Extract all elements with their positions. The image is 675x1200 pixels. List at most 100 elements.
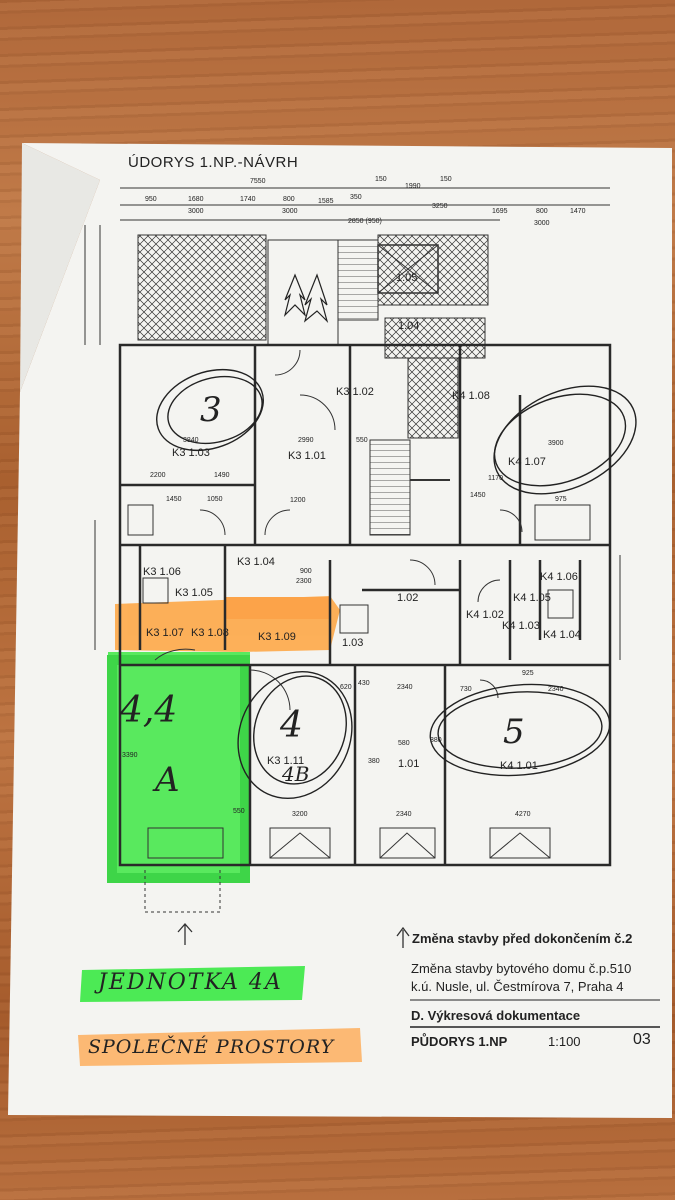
dimension-label: 2340: [396, 811, 412, 818]
dimension-label: 550: [233, 808, 245, 815]
handwritten-unit-number: 4B: [282, 762, 310, 786]
dimension-label: 3900: [548, 440, 564, 447]
dimension-label: 3250: [432, 203, 448, 210]
room-label: K4 1.05: [513, 592, 551, 604]
room-label: K3 1.08: [191, 627, 229, 639]
plan-header: ÚDORYS 1.NP.-NÁVRH: [128, 154, 299, 171]
dimension-label: 1990: [405, 183, 421, 190]
dimension-label: 550: [356, 437, 368, 444]
dimension-label: 3390: [122, 752, 138, 759]
room-label: K3 1.04: [237, 556, 275, 568]
dimension-label: 730: [460, 686, 472, 693]
dimension-label: 380: [368, 758, 380, 765]
dimension-label: 3000: [282, 208, 298, 215]
handwritten-unit-number: 5: [503, 712, 525, 752]
stair-hatch: [407, 357, 459, 439]
dimension-label: 1170: [488, 475, 504, 482]
dimension-label: 1695: [492, 208, 508, 215]
room-label: K3 1.01: [288, 450, 326, 462]
windows: [144, 827, 551, 913]
room-label: K4 1.07: [508, 456, 546, 468]
dimension-label: 380: [430, 737, 442, 744]
inner-partitions: [127, 349, 591, 711]
corridor-hatch: [384, 317, 486, 359]
dimension-label: 950: [145, 196, 157, 203]
handwritten-unit-number: A: [155, 760, 180, 800]
dimension-label: 150: [440, 176, 452, 183]
room-label: K3 1.02: [336, 386, 374, 398]
drawing-scale: 1:100: [548, 1034, 581, 1049]
dimension-label: 925: [522, 670, 534, 677]
courtyard-left: [137, 234, 267, 341]
dimension-label: 2340: [397, 684, 413, 691]
dimension-label: 7550: [250, 178, 266, 185]
dimension-label: 3000: [188, 208, 204, 215]
room-label: K4 1.03: [502, 620, 540, 632]
dimension-label: 580: [398, 740, 410, 747]
dimension-label: 350: [350, 194, 362, 201]
stairs-upper: [337, 239, 379, 321]
dimension-label: 430: [358, 680, 370, 687]
room-label: K4 1.04: [543, 629, 581, 641]
dimension-label: 3000: [534, 220, 550, 227]
dimension-label: 620: [340, 684, 352, 691]
room-label: K3 1.11: [267, 755, 305, 767]
dimension-label: 1585: [318, 198, 334, 205]
handwritten-unit-number: 4,4: [120, 690, 178, 731]
legend-green-swatch: [80, 966, 305, 1002]
tree-icon: [283, 273, 329, 324]
dimension-label: 2340: [548, 686, 564, 693]
room-label: K3 1.03: [172, 447, 210, 459]
dimension-label: 1490: [214, 472, 230, 479]
dimension-label: 1200: [290, 497, 306, 504]
room-label: 1.03: [342, 637, 364, 649]
room-label: K3 1.05: [175, 587, 213, 599]
room-label: 1.05: [396, 272, 418, 284]
room-label: K4 1.08: [452, 390, 490, 402]
legend-unit-4a: JEDNOTKA 4A: [98, 970, 283, 995]
legend-common-areas: SPOLEČNÉ PROSTORY: [88, 1036, 335, 1058]
stairs-main: [369, 439, 411, 536]
legend-orange-swatch: [78, 1028, 362, 1066]
dimension-label: 150: [375, 176, 387, 183]
dimension-label: 800: [283, 196, 295, 203]
handwritten-unit-number: 3: [200, 390, 222, 430]
title-block-lines: [410, 999, 660, 1028]
project-line-1: Změna stavby bytového domu č.p.510: [411, 961, 632, 976]
room-label: 1.01: [398, 758, 420, 770]
project-line-2: k.ú. Nusle, ul. Čestmírova 7, Praha 4: [411, 979, 624, 994]
dimension-label: 800: [536, 208, 548, 215]
room-label: K3 1.09: [258, 631, 296, 643]
entrance-arrows: [177, 923, 410, 948]
handwritten-unit-number: 4: [280, 705, 303, 746]
dimension-label: 3200: [292, 811, 308, 818]
dimension-label: 2200: [150, 472, 166, 479]
dimension-label: 2990: [298, 437, 314, 444]
section-title: D. Výkresová dokumentace: [411, 1008, 581, 1023]
room-label: K3 1.07: [146, 627, 184, 639]
dimension-label: 1450: [166, 496, 182, 503]
dimension-label: 1450: [470, 492, 486, 499]
room-label: K4 1.06: [540, 571, 578, 583]
sheet-number: 03: [633, 1031, 651, 1048]
room-label: K4 1.02: [466, 609, 504, 621]
dimension-label: 3840: [183, 437, 199, 444]
dimension-label: 900: [300, 568, 312, 575]
change-title: Změna stavby před dokončením č.2: [412, 931, 633, 946]
dimension-lines: [84, 187, 621, 660]
common-areas-highlight: [115, 596, 340, 652]
unit-4a-highlight: [107, 652, 250, 883]
dimension-label: 975: [555, 496, 567, 503]
room-label: 1.04: [398, 320, 420, 332]
dimension-label: 1050: [207, 496, 223, 503]
handwritten-ovals: [156, 368, 637, 800]
room-label: K4 1.01: [500, 760, 538, 772]
room-label: 1.02: [397, 592, 419, 604]
dimension-label: 2300: [296, 578, 312, 585]
dimension-label: 1740: [240, 196, 256, 203]
walls: [118, 343, 612, 867]
dimension-label: 4270: [515, 811, 531, 818]
dimension-label: 2850 (950): [348, 218, 382, 225]
dimension-label: 1680: [188, 196, 204, 203]
